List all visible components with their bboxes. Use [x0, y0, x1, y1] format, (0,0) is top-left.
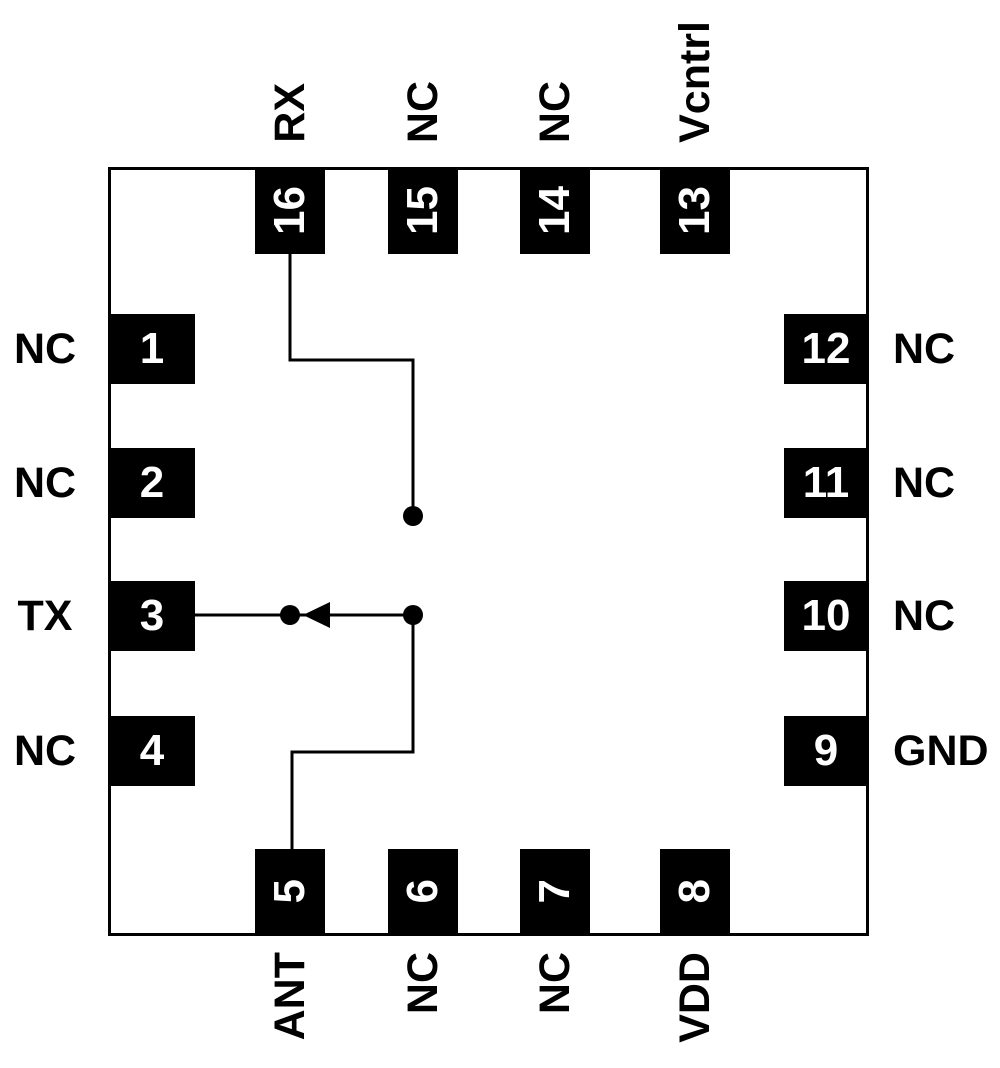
pin-pad-16: 16 [255, 167, 325, 254]
pin-pad-7: 7 [520, 849, 590, 934]
pin-label-14-text: NC [530, 80, 579, 143]
pin-pad-8: 8 [660, 849, 730, 934]
pin-number-3: 3 [139, 591, 165, 640]
pin-label-3: TX [0, 581, 90, 651]
pin-label-7-text: NC [530, 952, 579, 1015]
pin-pad-1: 1 [109, 314, 195, 384]
pin-pad-9: 9 [784, 716, 868, 786]
pin-label-9: GND [893, 716, 1000, 786]
pin-number-6: 6 [398, 879, 447, 904]
pin-label-12: NC [893, 314, 1000, 384]
pin-pad-12: 12 [784, 314, 868, 384]
pin-label-3-text: TX [17, 591, 73, 640]
pin-number-13: 13 [670, 186, 719, 235]
pin-pad-3: 3 [109, 581, 195, 651]
pin-label-1: NC [0, 314, 90, 384]
pin-label-7: NC [520, 952, 590, 1066]
pin-label-4-text: NC [13, 726, 77, 775]
pin-number-9: 9 [813, 726, 839, 775]
pin-number-8: 8 [670, 879, 719, 904]
pin-number-7: 7 [530, 879, 579, 904]
package-outline [108, 167, 869, 936]
pin-label-15: NC [388, 0, 458, 143]
pin-label-5: ANT [255, 952, 325, 1066]
pin-label-16: RX [255, 0, 325, 143]
pin-number-10: 10 [801, 591, 851, 640]
pin-pad-6: 6 [388, 849, 458, 934]
pin-pad-2: 2 [109, 448, 195, 518]
pin-label-1-text: NC [13, 324, 77, 373]
pin-pad-5: 5 [255, 849, 325, 934]
pin-pad-10: 10 [784, 581, 868, 651]
pin-label-14: NC [520, 0, 590, 143]
pin-label-6: NC [388, 952, 458, 1066]
pin-label-5-text: ANT [265, 952, 314, 1041]
pin-label-6-text: NC [398, 952, 447, 1015]
pin-number-5: 5 [265, 879, 314, 904]
pin-label-2-text: NC [13, 458, 77, 507]
pin-label-9-text: GND [893, 726, 989, 775]
pin-label-13-text: Vcntrl [670, 21, 719, 143]
pin-number-4: 4 [139, 726, 165, 775]
pin-pad-14: 14 [520, 167, 590, 254]
pin-number-15: 15 [398, 186, 447, 235]
pin-label-15-text: NC [398, 80, 447, 143]
pin-label-11-text: NC [893, 458, 956, 507]
pin-pad-4: 4 [109, 716, 195, 786]
pin-label-8: VDD [660, 952, 730, 1066]
pin-label-16-text: RX [265, 83, 314, 143]
pin-label-2: NC [0, 448, 90, 518]
pin-number-12: 12 [801, 324, 851, 373]
pin-pad-13: 13 [660, 167, 730, 254]
pin-label-12-text: NC [893, 324, 956, 373]
pin-pad-15: 15 [388, 167, 458, 254]
pin-label-11: NC [893, 448, 1000, 518]
pin-number-14: 14 [530, 186, 579, 235]
pin-label-13: Vcntrl [660, 0, 730, 143]
pin-number-16: 16 [265, 186, 314, 235]
pin-label-4: NC [0, 716, 90, 786]
pin-number-1: 1 [139, 324, 165, 373]
pin-pad-11: 11 [784, 448, 868, 518]
pin-label-10: NC [893, 581, 1000, 651]
pin-label-10-text: NC [893, 591, 956, 640]
pin-number-11: 11 [802, 458, 850, 507]
pin-number-2: 2 [139, 458, 165, 507]
pin-label-8-text: VDD [670, 952, 719, 1043]
